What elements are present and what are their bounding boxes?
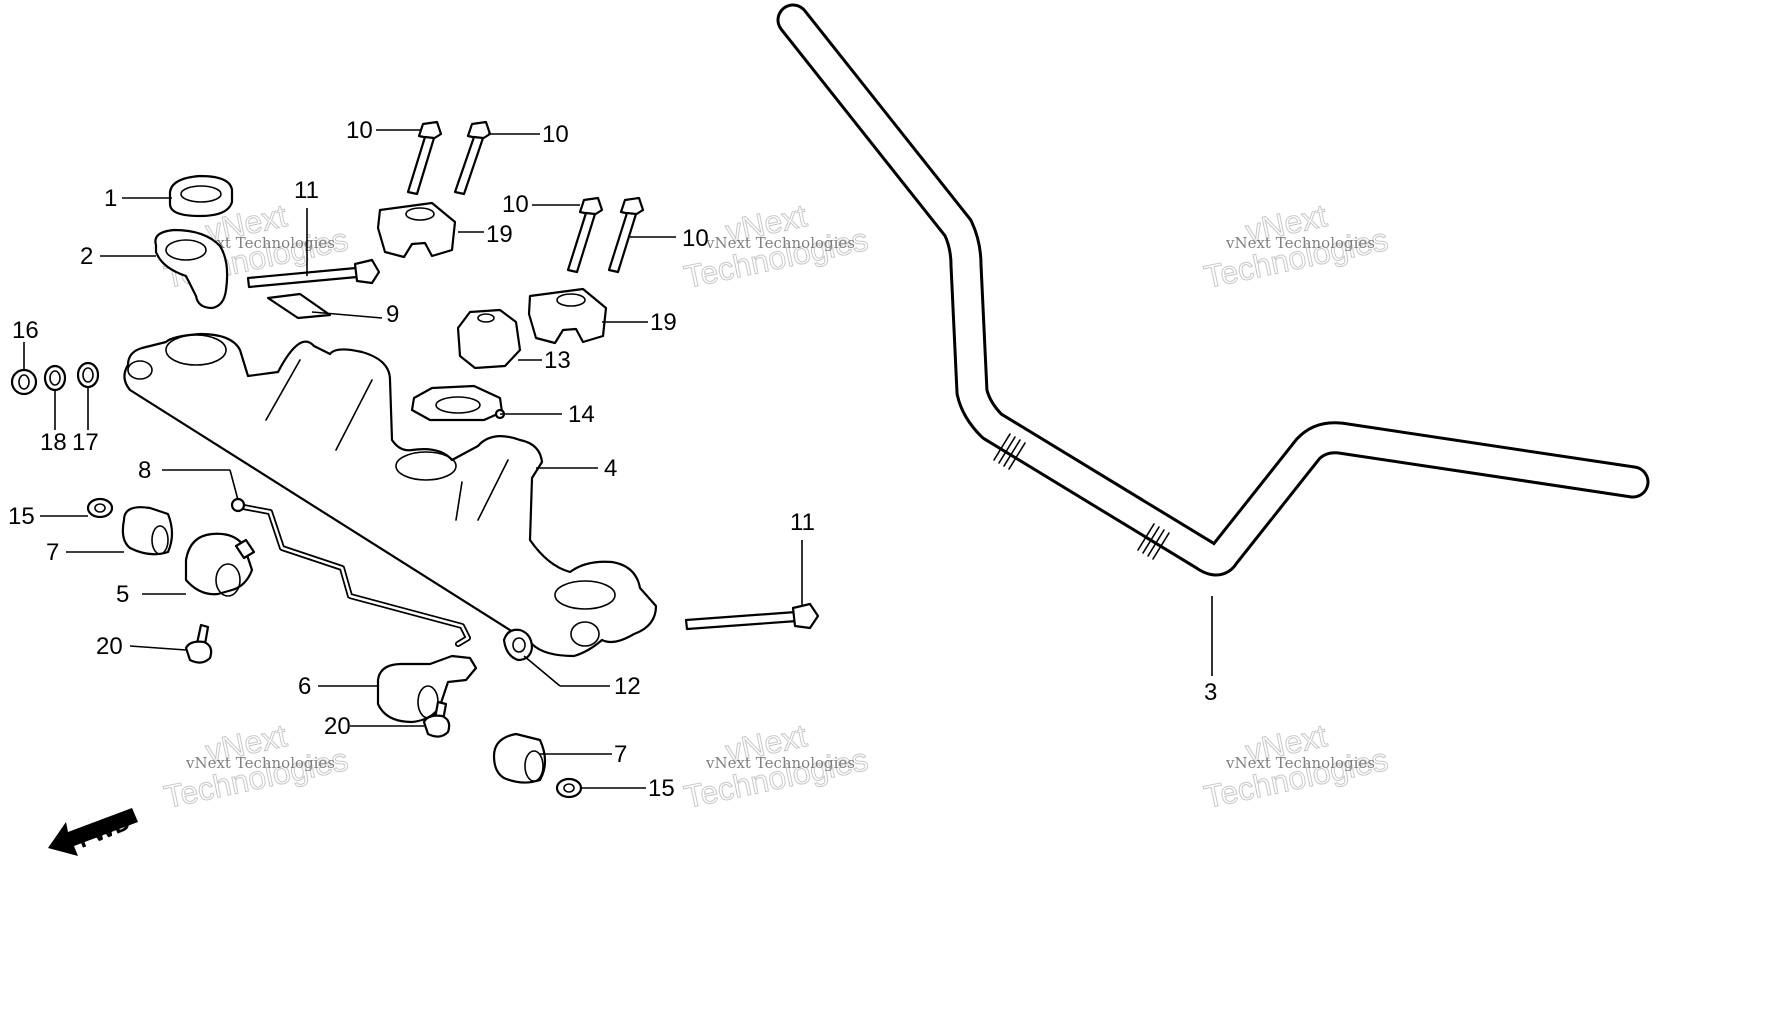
top-bridge: [123, 332, 658, 658]
bolt-11-lower: [684, 602, 820, 631]
callout-6: 6: [298, 673, 311, 700]
holder-upper-1: [376, 201, 457, 259]
callout-17: 17: [72, 429, 99, 456]
callout-19-b: 19: [650, 309, 677, 336]
callout-16: 16: [12, 317, 39, 344]
callout-5: 5: [116, 581, 129, 608]
leader-lines: [23, 129, 1213, 789]
callout-3: 3: [1204, 679, 1217, 706]
bushing-7-lower: [492, 732, 547, 784]
plate-9: [266, 292, 332, 320]
callout-7-upper: 7: [46, 539, 59, 566]
fwd-label: FWD: [74, 808, 135, 854]
washer-17: [76, 361, 100, 389]
nut-13: [456, 308, 522, 370]
washer-15-upper: [86, 497, 114, 519]
callout-1: 1: [104, 185, 117, 212]
dust-seal-1: [168, 174, 234, 218]
callout-15-lower: 15: [648, 775, 675, 802]
callout-labels: 1 2 3 4 5 6 7 7 8 9 10 10 10 10 11 11 12…: [8, 117, 1217, 802]
callout-20-upper: 20: [96, 633, 123, 660]
callout-9: 9: [386, 301, 399, 328]
callout-11-upper: 11: [294, 177, 319, 204]
knurl-band-lower: [1137, 523, 1170, 560]
bolt-10-a: [406, 120, 443, 196]
holder-upper-2: [527, 287, 608, 345]
callout-12: 12: [614, 673, 641, 700]
handlebar: [776, 3, 1650, 577]
callout-20-lower: 20: [324, 713, 351, 740]
callout-2: 2: [80, 243, 93, 270]
bolt-11-upper: [246, 258, 381, 289]
watermark-text-3: vNext Technologies: [1225, 234, 1375, 252]
nut-12: [502, 628, 534, 662]
bolt-10-c: [566, 196, 604, 274]
weight-6: [376, 654, 478, 724]
bolt-10-d: [607, 196, 645, 274]
callout-7-lower: 7: [614, 741, 627, 768]
watermark-text-6: vNext Technologies: [1225, 754, 1375, 772]
washer-15-lower: [555, 777, 583, 799]
watermark-text-5: vNext Technologies: [705, 754, 855, 772]
callout-10-d: 10: [682, 225, 709, 252]
weight-5: [184, 532, 256, 597]
watermark-text-4: vNext Technologies: [185, 754, 335, 772]
callout-10-c: 10: [502, 191, 529, 218]
washer-18: [43, 364, 67, 392]
knurl-band-upper: [993, 433, 1026, 470]
collar-16: [10, 368, 38, 396]
screw-20-upper: [184, 623, 213, 664]
callout-4: 4: [604, 455, 617, 482]
bracket-2: [154, 228, 229, 310]
watermark-text-2: vNext Technologies: [705, 234, 855, 252]
callout-11-lower: 11: [790, 509, 815, 536]
callout-19-a: 19: [486, 221, 513, 248]
washer-14: [410, 384, 506, 422]
callout-14: 14: [568, 401, 595, 428]
watermark-text-1: vNext Technologies: [185, 234, 335, 252]
fwd-arrow-icon: [48, 808, 138, 856]
callout-13: 13: [544, 347, 571, 374]
callout-10-a: 10: [346, 117, 373, 144]
callout-15-upper: 15: [8, 503, 35, 530]
bushing-7-upper: [121, 506, 174, 556]
bolt-10-b: [453, 120, 492, 196]
callout-8: 8: [138, 457, 151, 484]
screw-20-lower: [422, 700, 451, 738]
wire-clip-8: [230, 497, 471, 647]
callout-18: 18: [40, 429, 67, 456]
callout-10-b: 10: [542, 121, 569, 148]
